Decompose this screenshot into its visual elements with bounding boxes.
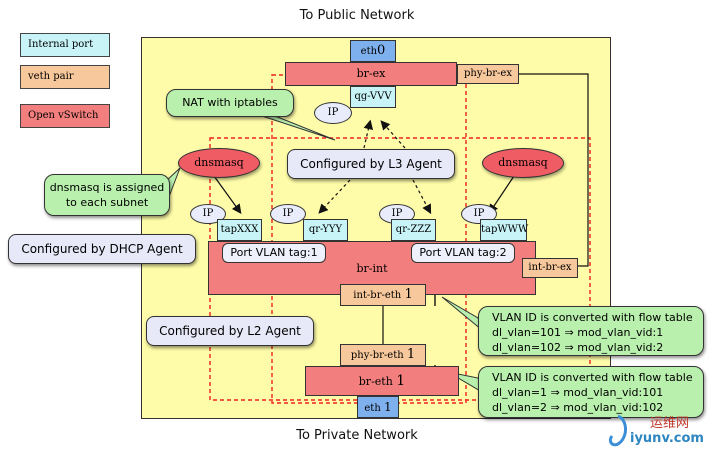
flow-note-lower-title: VLAN ID is converted with flow table bbox=[492, 371, 693, 384]
dnsmasq-right: dnsmasq bbox=[482, 148, 564, 178]
eth1-number: 1 bbox=[383, 400, 392, 414]
watermark-logo: 运维网 iyunv.com bbox=[606, 412, 710, 452]
eth1-label: eth bbox=[364, 403, 381, 414]
watermark-brand: iyunv.com bbox=[630, 431, 704, 446]
eth0-port: eth0 bbox=[350, 40, 396, 62]
dnsmasq-note-line1: dnsmasq is assigned bbox=[49, 181, 165, 194]
flow-note-lower-line1: dl_vlan=1 ⇒ mod_vlan_vid:101 bbox=[492, 386, 664, 399]
qrzzz-port: qr-ZZZ bbox=[391, 219, 436, 241]
flow-note-upper-line1: dl_vlan=101 ⇒ mod_vlan_vid:1 bbox=[492, 326, 664, 339]
port-vlan-tag-1: Port VLAN tag:1 bbox=[222, 243, 326, 263]
legend-internal-port: Internal port bbox=[20, 33, 110, 57]
top-title: To Public Network bbox=[299, 8, 415, 23]
watermark-swirl-icon bbox=[608, 414, 627, 447]
qryyy-port: qr-YYY bbox=[303, 219, 348, 241]
legend-veth-pair: veth pair bbox=[20, 65, 110, 89]
eth1-port: eth 1 bbox=[357, 396, 399, 418]
br-ex-bridge: br-ex bbox=[285, 62, 457, 86]
dnsmasq-left: dnsmasq bbox=[178, 148, 260, 178]
watermark-brand-cn: 运维网 bbox=[650, 416, 690, 431]
phy-br-eth-label: phy-br-eth bbox=[350, 350, 404, 361]
bottom-title: To Private Network bbox=[296, 428, 418, 443]
tapwww-port: tapWWW bbox=[480, 219, 528, 241]
eth0-label: eth bbox=[360, 46, 378, 57]
dhcp-agent-label: Configured by DHCP Agent bbox=[8, 234, 196, 264]
int-br-ex-port: int-br-ex bbox=[522, 258, 578, 278]
br-int-label: br-int bbox=[356, 262, 388, 275]
int-br-eth-label: int-br-eth bbox=[353, 290, 402, 301]
phy-br-eth-number: 1 bbox=[406, 347, 416, 362]
qg-port: qg-VVV bbox=[350, 86, 396, 108]
phy-br-eth1-port: phy-br-eth 1 bbox=[340, 344, 426, 366]
phy-br-ex-port: phy-br-ex bbox=[457, 64, 519, 84]
qg-ip-bubble: IP bbox=[314, 102, 352, 124]
flow-note-upper-line2: dl_vlan=102 ⇒ mod_vlan_vid:2 bbox=[492, 341, 664, 354]
dnsmasq-note: dnsmasq is assigned to each subnet bbox=[44, 174, 170, 216]
int-br-eth-number: 1 bbox=[404, 287, 413, 302]
nat-note: NAT with iptables bbox=[166, 89, 294, 117]
flow-note-lower-line2: dl_vlan=2 ⇒ mod_vlan_vid:102 bbox=[492, 401, 664, 414]
l3-agent-label: Configured by L3 Agent bbox=[287, 149, 455, 179]
br-eth-number: 1 bbox=[396, 373, 406, 389]
flow-note-upper: VLAN ID is converted with flow table dl_… bbox=[478, 306, 704, 356]
br-eth1-bridge: br-eth 1 bbox=[305, 366, 459, 396]
br-eth-label: br-eth bbox=[358, 375, 393, 388]
flow-note-lower: VLAN ID is converted with flow table dl_… bbox=[478, 366, 704, 418]
flow-note-upper-title: VLAN ID is converted with flow table bbox=[492, 311, 693, 324]
dnsmasq-note-line2: to each subnet bbox=[65, 196, 149, 209]
l2-agent-label: Configured by L2 Agent bbox=[146, 316, 314, 346]
port-vlan-tag-2: Port VLAN tag:2 bbox=[411, 243, 515, 263]
eth0-number: 0 bbox=[377, 43, 386, 58]
int-br-eth1-port: int-br-eth 1 bbox=[340, 284, 426, 306]
legend-open-vswitch: Open vSwitch bbox=[20, 104, 110, 128]
qryyy-ip-bubble: IP bbox=[270, 204, 306, 224]
tapxxx-port: tapXXX bbox=[217, 219, 262, 241]
